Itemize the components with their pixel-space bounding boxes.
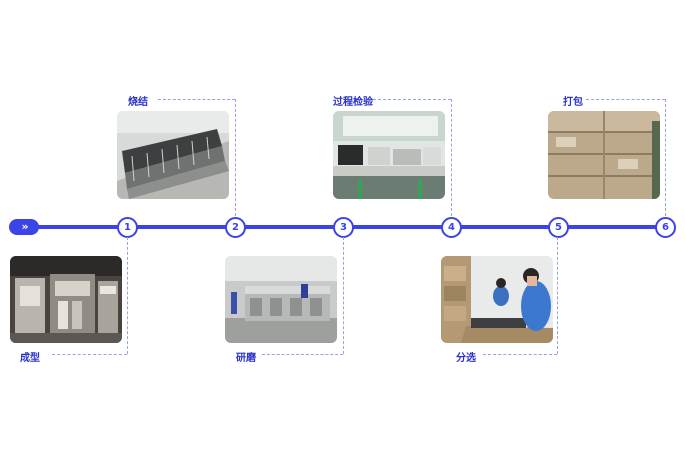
connector-5 — [557, 237, 558, 354]
connector-1 — [127, 237, 128, 354]
step-label-4: 过程检验 — [333, 97, 373, 108]
double-chevron-right-icon[interactable]: » — [9, 219, 39, 235]
connector-4-h — [373, 99, 451, 100]
step-node-4[interactable]: 4 — [441, 217, 462, 238]
connector-4 — [451, 99, 452, 216]
step-label-3: 研磨 — [236, 353, 256, 364]
connector-3-h — [262, 354, 343, 355]
connector-6-h — [586, 99, 665, 100]
step-label-1: 成型 — [20, 353, 40, 364]
connector-2 — [235, 99, 236, 216]
connector-5-h — [483, 354, 557, 355]
step-label-6: 打包 — [563, 97, 583, 108]
step-label-2: 烧结 — [128, 97, 148, 108]
connector-2-h — [158, 99, 235, 100]
step-node-2[interactable]: 2 — [225, 217, 246, 238]
step-label-5: 分选 — [456, 353, 476, 364]
step-node-1[interactable]: 1 — [117, 217, 138, 238]
step-node-6[interactable]: 6 — [655, 217, 676, 238]
step-node-5[interactable]: 5 — [548, 217, 569, 238]
connector-6 — [665, 99, 666, 216]
forming-machine-photo — [10, 256, 122, 343]
step-node-3[interactable]: 3 — [333, 217, 354, 238]
grinding-line-photo — [225, 256, 337, 343]
packing-cartons-photo — [548, 111, 660, 199]
sintering-racks-photo — [117, 111, 229, 199]
connector-1-h — [52, 354, 127, 355]
inspection-bench-photo — [333, 111, 445, 199]
connector-3 — [343, 237, 344, 354]
sorting-workers-photo — [441, 256, 553, 343]
